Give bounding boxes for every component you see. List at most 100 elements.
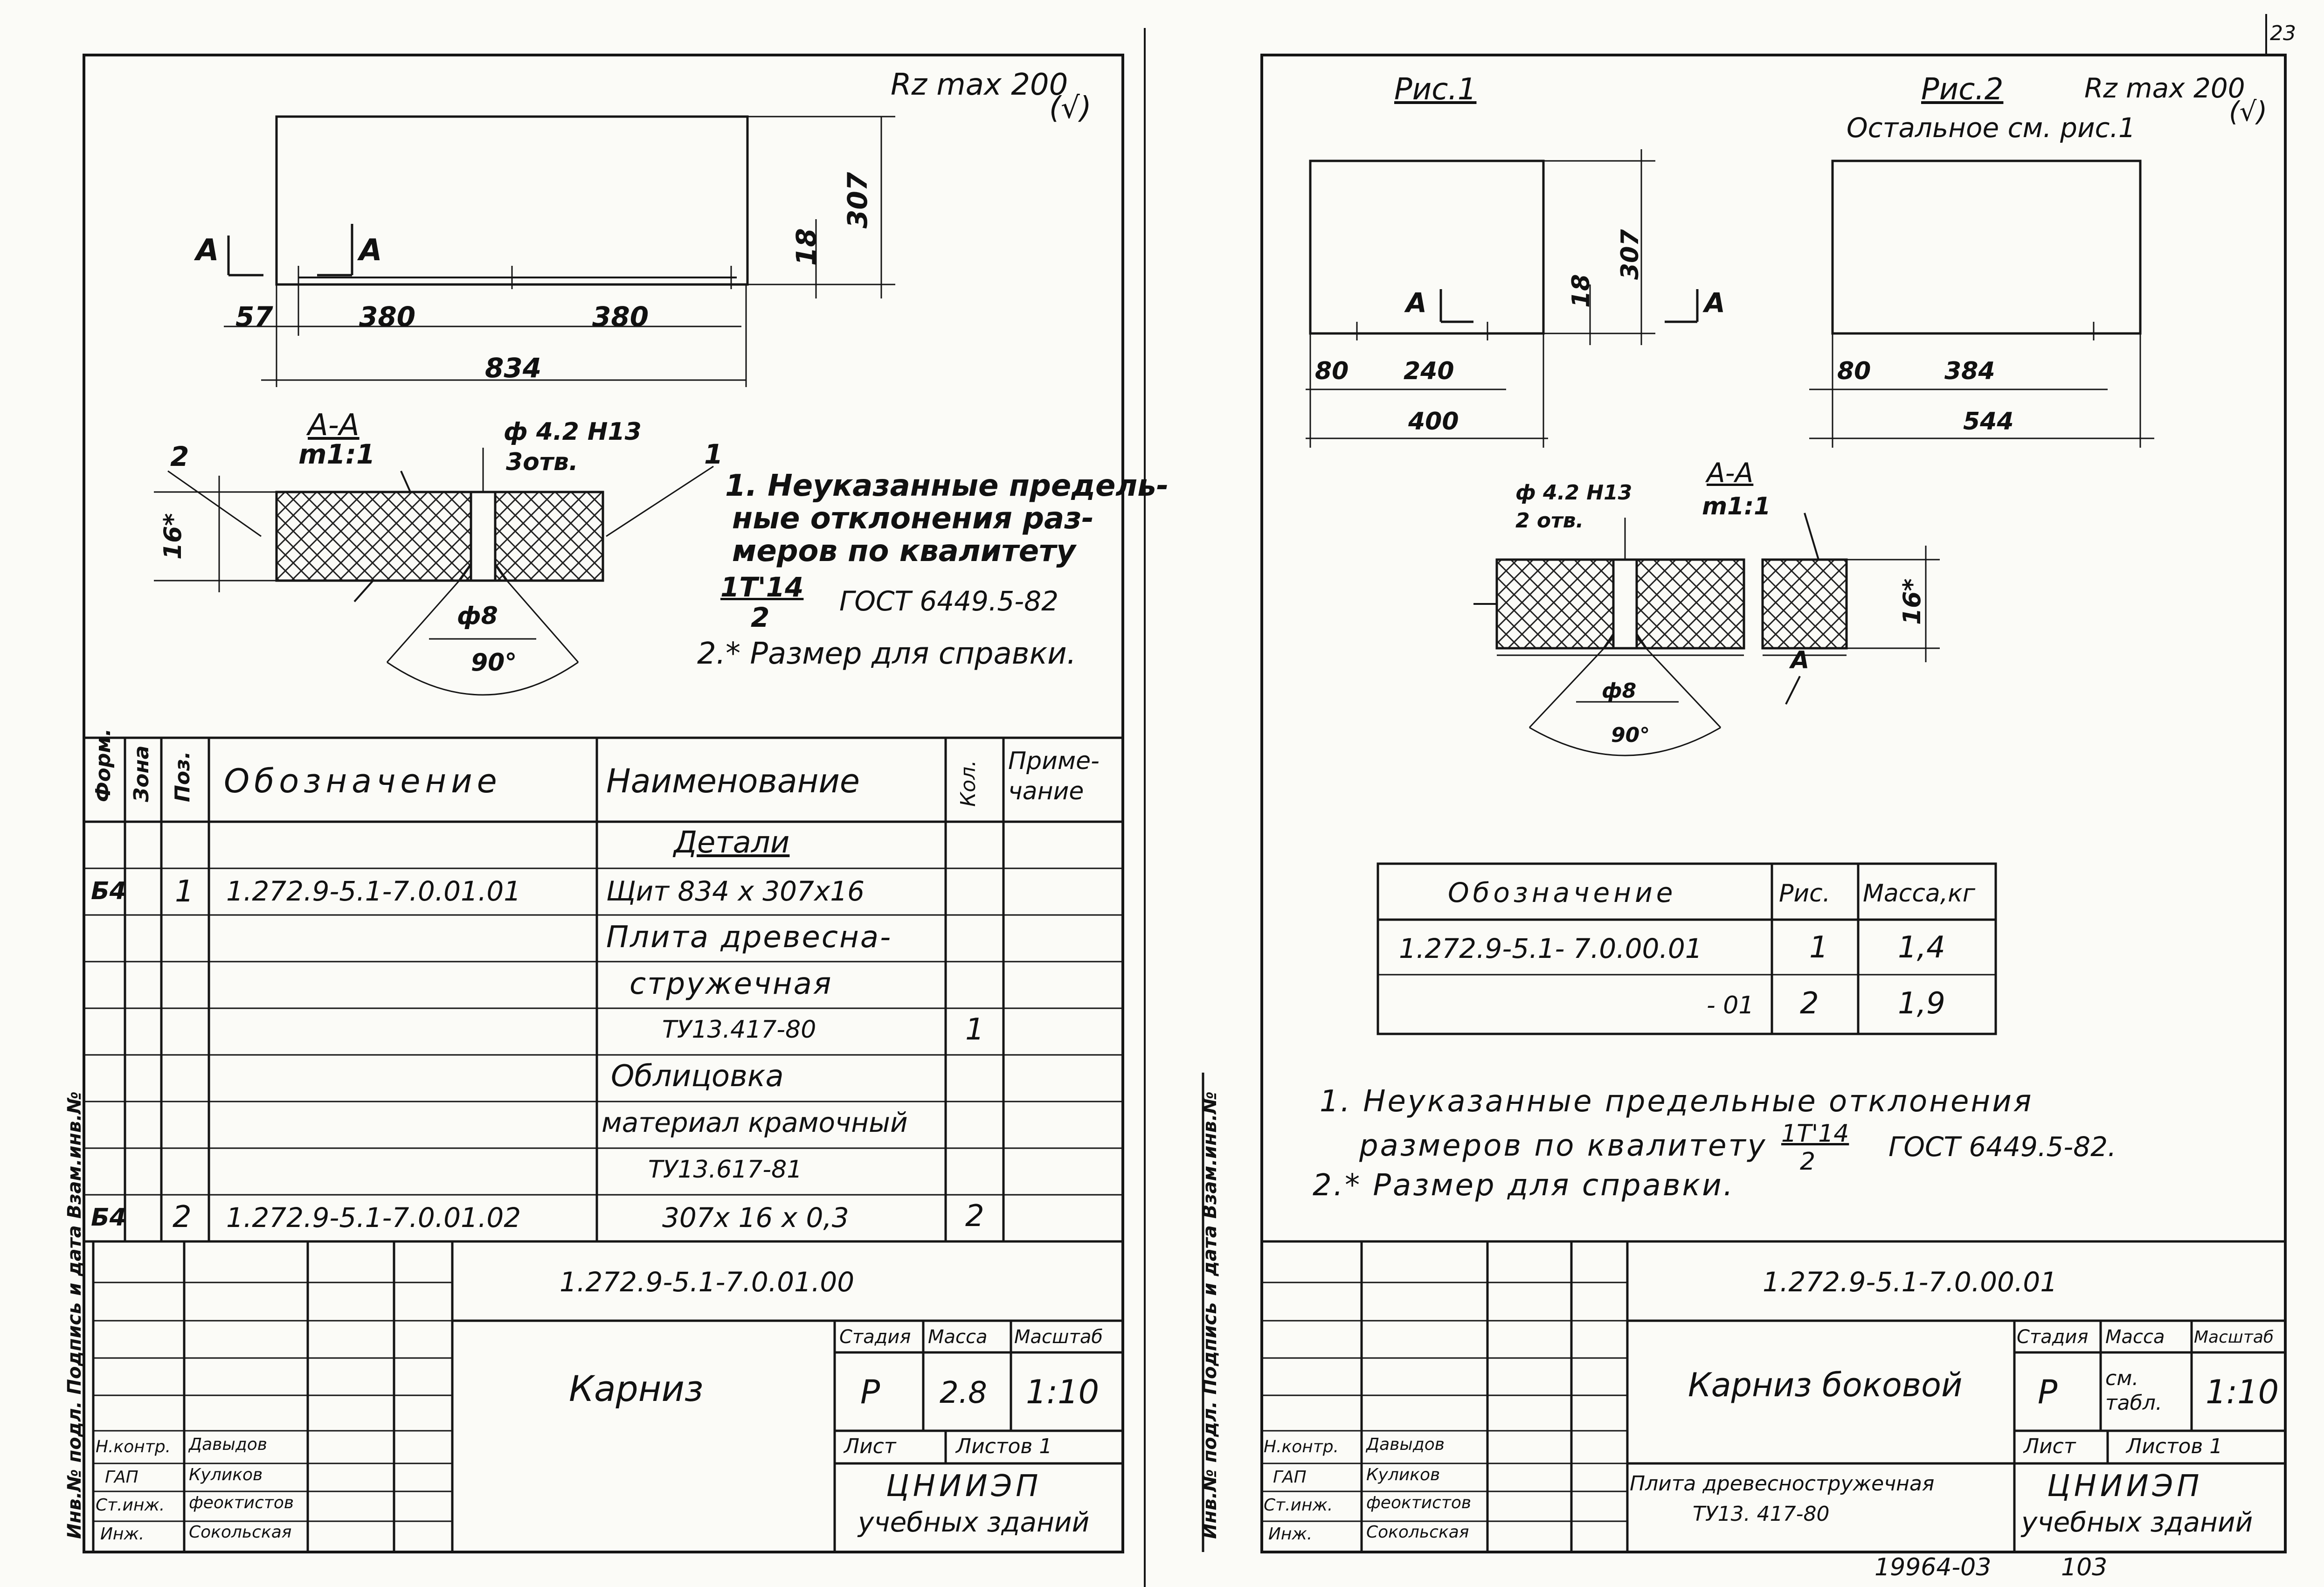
spec-h-qty: Кол. bbox=[956, 760, 980, 807]
left-stamp-role1: Н.контр. bbox=[96, 1437, 171, 1456]
right-dim-90: 90° bbox=[1611, 723, 1650, 747]
spec-row1-designation: 1.272.9-5.1-7.0.01.01 bbox=[226, 875, 521, 907]
right-stamp-scale: 1:10 bbox=[2206, 1373, 2279, 1411]
left-roughness: Rz max 200 bbox=[891, 68, 1068, 102]
spec-h-pos: Поз. bbox=[171, 751, 194, 802]
dim-834: 834 bbox=[485, 352, 542, 384]
right-stamp-scale-h: Масштаб bbox=[2194, 1328, 2274, 1347]
left-note-1b: ные отклонения раз- bbox=[732, 501, 1094, 536]
page-corner-number: 23 bbox=[2270, 21, 2296, 45]
spec-h-name: Наименование bbox=[606, 762, 860, 800]
dim-18: 18 bbox=[790, 228, 822, 266]
spec-row5-name: Облицовка bbox=[611, 1059, 784, 1094]
fig2-dim-544: 544 bbox=[1963, 408, 2014, 436]
fig2-note: Остальное см. рис.1 bbox=[1847, 112, 2136, 144]
fig1-title: Рис.1 bbox=[1394, 72, 1477, 107]
left-stamp-name3: феоктистов bbox=[189, 1493, 294, 1512]
right-stamp-mass-h: Масса bbox=[2105, 1326, 2165, 1348]
right-section-mark-a1: А bbox=[1406, 287, 1427, 319]
right-note-2: 2.* Размер для справки. bbox=[1313, 1168, 1735, 1203]
right-hole-count: 2 отв. bbox=[1515, 509, 1584, 533]
right-dim-d8: ф8 bbox=[1602, 679, 1637, 703]
fig1-dim-400: 400 bbox=[1408, 408, 1459, 436]
mass-table-h-fig: Рис. bbox=[1779, 880, 1831, 908]
right-stamp-role2: ГАП bbox=[1273, 1468, 1307, 1487]
right-note-gost: ГОСТ 6449.5-82. bbox=[1888, 1131, 2116, 1163]
fig1-dim-18: 18 bbox=[1567, 274, 1595, 308]
spec-row1-name: Щит 834 х 307х16 bbox=[606, 875, 865, 907]
left-note-1a: 1. Неуказанные предель- bbox=[725, 469, 1169, 503]
fig2-dim-80: 80 bbox=[1837, 357, 1871, 385]
spec-row1-pos: 1 bbox=[175, 874, 194, 909]
mass-table-r1-mass: 1,4 bbox=[1898, 930, 1945, 965]
left-stamp-name4: Сокольская bbox=[189, 1523, 292, 1542]
left-note-2: 2.* Размер для справки. bbox=[697, 637, 1077, 671]
dim-307: 307 bbox=[842, 172, 873, 229]
left-stamp-org1: ЦНИИЭП bbox=[886, 1469, 1042, 1504]
mass-table-r2-fig: 2 bbox=[1800, 986, 1819, 1021]
right-hole-spec: ф 4.2 Н13 bbox=[1515, 481, 1632, 505]
spec-section-details: Детали bbox=[674, 825, 790, 860]
right-stamp-name2: Куликов bbox=[1366, 1465, 1440, 1484]
left-dim-d8: ф8 bbox=[457, 602, 498, 630]
left-section-title: А-А bbox=[308, 408, 360, 443]
left-stamp-org2: учебных зданий bbox=[858, 1506, 1090, 1538]
dim-380a: 380 bbox=[359, 301, 416, 333]
left-section-mark-a1: А bbox=[196, 233, 219, 268]
mass-table-r1-fig: 1 bbox=[1809, 930, 1828, 965]
spec-row7-name: ТУ13.617-81 bbox=[648, 1156, 802, 1184]
right-stamp-mass: см. табл. bbox=[2105, 1366, 2162, 1415]
left-section-mark-a2: А bbox=[359, 233, 382, 268]
right-stamp-stage: Р bbox=[2038, 1373, 2058, 1411]
left-stamp-role4: Инж. bbox=[100, 1525, 145, 1544]
right-note-frac-den: 2 bbox=[1800, 1148, 1816, 1176]
right-side-label: Инв.№ подл. Подпись и дата Взам.инв.№ bbox=[1199, 1091, 1221, 1539]
left-hole-spec: ф 4.2 Н13 bbox=[504, 418, 642, 446]
right-stamp-org1: ЦНИИЭП bbox=[2047, 1469, 2203, 1504]
spec-row3-name: стружечная bbox=[629, 967, 833, 1001]
spec-row8-qty: 2 bbox=[965, 1199, 984, 1234]
right-dim-16: 16* bbox=[1898, 578, 1926, 625]
left-section-scale: m1:1 bbox=[298, 438, 375, 470]
dim-380b: 380 bbox=[592, 301, 649, 333]
left-stamp-code: 1.272.9-5.1-7.0.01.00 bbox=[560, 1266, 855, 1298]
spec-row8-pos: 2 bbox=[173, 1200, 192, 1234]
fig2-dim-384: 384 bbox=[1944, 357, 1995, 385]
left-roughness-sub: (√) bbox=[1049, 91, 1092, 125]
right-section-scale: m1:1 bbox=[1702, 492, 1771, 520]
right-stamp-material1: Плита древесностружечная bbox=[1630, 1472, 1935, 1496]
mass-table-r2-designation: - 01 bbox=[1707, 991, 1754, 1019]
right-section-title: А-А bbox=[1707, 457, 1754, 489]
archive-number: 19964-03 bbox=[1874, 1553, 1992, 1581]
left-stamp-sheets: Листов 1 bbox=[956, 1435, 1052, 1458]
left-stamp-scale-h: Масштаб bbox=[1014, 1326, 1103, 1348]
right-stamp-code: 1.272.9-5.1-7.0.00.01 bbox=[1763, 1266, 2058, 1298]
spec-h-designation: Обозначение bbox=[224, 762, 502, 800]
left-pos-1: 1 bbox=[704, 438, 723, 470]
right-stamp-title: Карниз боковой bbox=[1688, 1366, 1963, 1404]
left-note-frac-den: 2 bbox=[751, 602, 770, 633]
right-note-1b: размеров по квалитету bbox=[1359, 1129, 1767, 1163]
left-stamp-role3: Ст.инж. bbox=[96, 1496, 165, 1515]
right-stamp-sheet: Лист bbox=[2024, 1435, 2076, 1458]
fig1-dim-307: 307 bbox=[1616, 229, 1644, 280]
left-dim-16: 16* bbox=[159, 513, 187, 560]
right-roughness: Rz max 200 bbox=[2084, 72, 2245, 104]
left-stamp-mass-h: Масса bbox=[928, 1326, 988, 1348]
left-stamp-scale: 1:10 bbox=[1026, 1373, 1100, 1411]
dim-57: 57 bbox=[235, 301, 273, 333]
fig2-title: Рис.2 bbox=[1921, 72, 2004, 107]
left-stamp-stage-h: Стадия bbox=[839, 1326, 911, 1348]
left-side-label: Инв.№ подл. Подпись и дата Взам.инв.№ bbox=[64, 1091, 85, 1539]
spec-h-zone: Зона bbox=[130, 745, 153, 802]
left-frame bbox=[83, 54, 1124, 1553]
left-note-gost: ГОСТ 6449.5-82 bbox=[839, 585, 1059, 617]
spec-row8-form: Б4 bbox=[91, 1204, 126, 1232]
left-note-frac-num: 1Т'14 bbox=[720, 571, 804, 603]
right-stamp-role1: Н.контр. bbox=[1264, 1437, 1339, 1456]
right-stamp-material2: ТУ13. 417-80 bbox=[1693, 1502, 1830, 1526]
right-section-mark-a2: А bbox=[1704, 287, 1725, 319]
right-stamp-stage-h: Стадия bbox=[2017, 1326, 2089, 1348]
right-stamp-role4: Инж. bbox=[1268, 1525, 1313, 1544]
right-stamp-name1: Давыдов bbox=[1366, 1435, 1445, 1454]
